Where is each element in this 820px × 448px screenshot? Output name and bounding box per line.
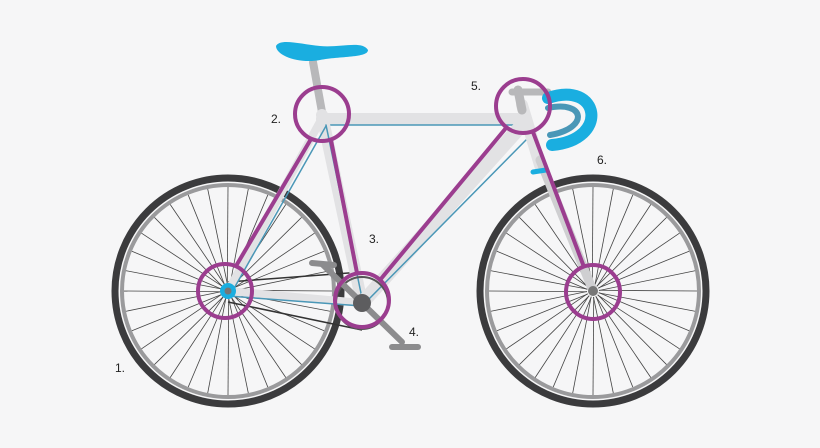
handlebar bbox=[542, 88, 598, 151]
front-hub bbox=[588, 286, 598, 296]
label-4: 4. bbox=[409, 325, 420, 339]
saddle bbox=[276, 41, 368, 62]
crankset bbox=[309, 260, 421, 350]
label-2: 2. bbox=[271, 112, 282, 126]
label-5: 5. bbox=[471, 79, 482, 93]
label-6: 6. bbox=[597, 153, 608, 167]
label-3: 3. bbox=[369, 232, 380, 246]
rear-wheel bbox=[111, 174, 345, 408]
label-1: 1. bbox=[115, 361, 126, 375]
highlight-markers bbox=[196, 77, 622, 329]
